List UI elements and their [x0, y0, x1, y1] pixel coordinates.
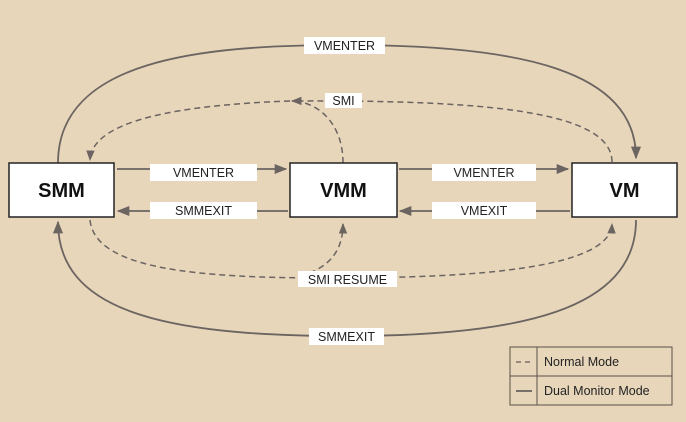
edge-label-bottom-smmexit: SMMEXIT — [309, 328, 384, 345]
smi-resume-arc — [89, 219, 616, 279]
node-vm-label: VM — [610, 180, 640, 202]
edge-label-text: VMEXIT — [461, 204, 508, 218]
node-vmm: VMM — [289, 162, 398, 218]
edge-label-vmm-smm-exit: SMMEXIT — [150, 202, 257, 219]
legend: Normal Mode Dual Monitor Mode — [509, 346, 673, 406]
edge-label-text: SMMEXIT — [318, 330, 375, 344]
edge-label-text: SMI RESUME — [308, 273, 387, 287]
legend-dual-monitor-mode: Dual Monitor Mode — [544, 384, 650, 398]
node-vm: VM — [571, 162, 678, 218]
smi-from-vm-arc — [290, 96, 613, 163]
smi-from-vmm-arc — [293, 100, 344, 164]
edge-label-text: VMENTER — [314, 39, 375, 53]
edge-label-vmm-vm-enter: VMENTER — [432, 164, 536, 181]
legend-normal-mode: Normal Mode — [544, 355, 619, 369]
node-vmm-label: VMM — [320, 180, 367, 202]
node-smm-label: SMM — [38, 180, 85, 202]
edge-label-vm-vmm-exit: VMEXIT — [432, 202, 536, 219]
edge-label-text: VMENTER — [173, 166, 234, 180]
smi-to-smm-arc — [86, 100, 291, 162]
edge-label-smi-resume: SMI RESUME — [298, 271, 397, 287]
edge-label-smi: SMI — [325, 93, 362, 108]
node-smm: SMM — [8, 162, 115, 218]
edge-label-smm-vmm-enter: VMENTER — [150, 164, 257, 181]
edge-label-top-vmenter: VMENTER — [304, 37, 385, 54]
edge-label-text: SMI — [332, 94, 354, 108]
smi-resume-vmm-arc — [299, 222, 348, 277]
edge-label-text: SMMEXIT — [175, 204, 232, 218]
edge-label-text: VMENTER — [453, 166, 514, 180]
